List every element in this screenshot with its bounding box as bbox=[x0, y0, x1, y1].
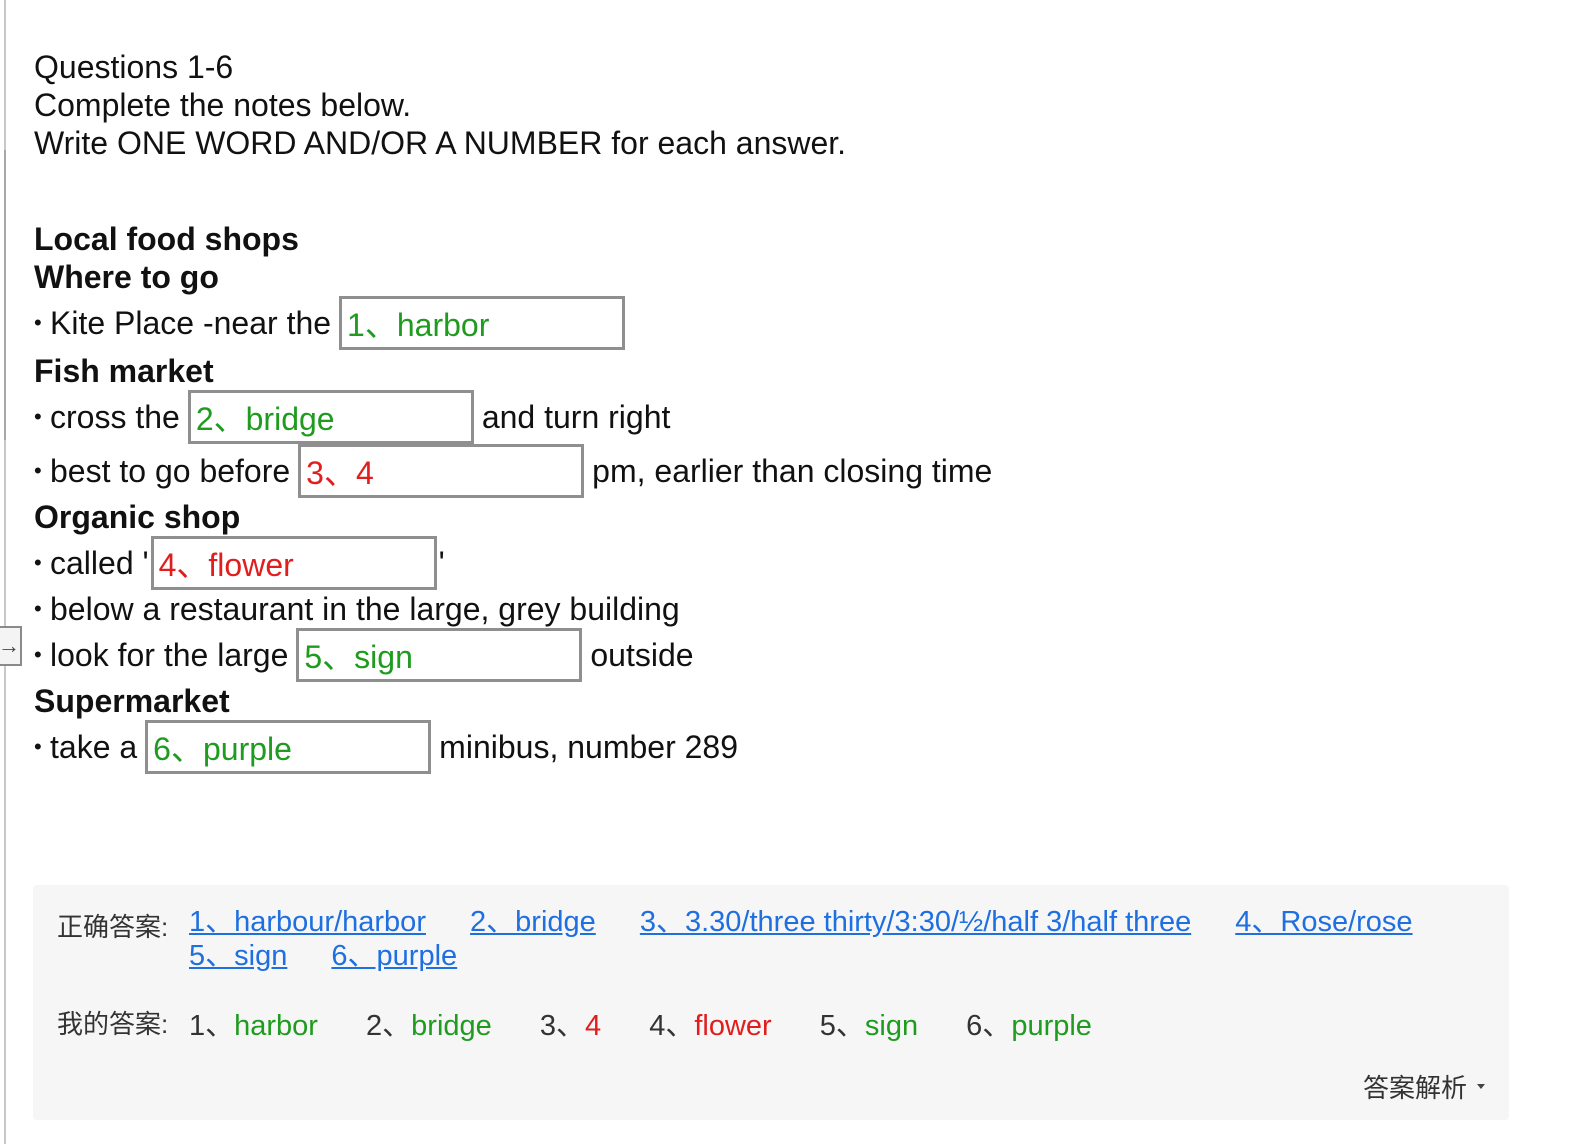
answer-field-6[interactable]: 6、purple bbox=[145, 720, 432, 774]
question-word-limit: Write ONE WORD AND/OR A NUMBER for each … bbox=[34, 125, 847, 161]
analysis-toggle-label: 答案解析 bbox=[1362, 1073, 1467, 1103]
correct-answer-link[interactable]: 1、harbour/harbor bbox=[189, 906, 426, 938]
bullet: • bbox=[34, 596, 42, 621]
answer-field-5[interactable]: 5、sign bbox=[296, 628, 583, 682]
note-text: outside bbox=[590, 636, 694, 673]
my-answer-value: 4 bbox=[585, 1010, 602, 1042]
note-line-q4: • called ' 4、flower ' bbox=[34, 536, 1514, 590]
note-text: best to go before bbox=[50, 452, 291, 489]
answer-field-1[interactable]: 1、harbor bbox=[339, 296, 626, 350]
my-answer-value: bridge bbox=[411, 1010, 492, 1042]
correct-answers-list: 1、harbour/harbor 2、bridge 3、3.30/three t… bbox=[189, 905, 1489, 973]
side-panel-toggle[interactable]: → bbox=[0, 626, 22, 666]
note-line-q2: • cross the 2、bridge and turn right bbox=[34, 390, 1514, 444]
caret-down-icon bbox=[1477, 1084, 1485, 1089]
answer-number: 4、 bbox=[649, 1010, 695, 1042]
my-answer-value: harbor bbox=[234, 1010, 318, 1042]
section-heading-where-to-go: Where to go bbox=[34, 259, 219, 295]
section-heading-organic-shop: Organic shop bbox=[34, 499, 241, 535]
note-line-restaurant: • below a restaurant in the large, grey … bbox=[34, 590, 1514, 628]
my-answer-item: 1、harbor bbox=[189, 1010, 318, 1042]
note-text: pm, earlier than closing time bbox=[592, 452, 993, 489]
notes-title: Local food shops bbox=[34, 221, 299, 257]
bullet: • bbox=[34, 404, 42, 429]
my-answer-value: sign bbox=[864, 1010, 919, 1042]
correct-answer-link[interactable]: 4、Rose/rose bbox=[1235, 906, 1413, 938]
note-line-q6: • take a 6、purple minibus, number 289 bbox=[34, 720, 1514, 774]
answer-number: 5、 bbox=[819, 1010, 865, 1042]
note-line-q3: • best to go before 3、4 pm, earlier than… bbox=[34, 444, 1514, 498]
my-answer-item: 3、4 bbox=[540, 1010, 601, 1042]
answer-analysis-toggle[interactable]: 答案解析 bbox=[1363, 1068, 1485, 1105]
left-divider-highlight bbox=[4, 150, 6, 440]
correct-answers-label: 正确答案: bbox=[57, 912, 169, 942]
bullet: • bbox=[34, 550, 42, 575]
note-text: look for the large bbox=[50, 636, 289, 673]
my-answers-label: 我的答案: bbox=[57, 1009, 169, 1039]
note-text: called ' bbox=[50, 544, 149, 581]
note-text: below a restaurant in the large, grey bu… bbox=[50, 590, 680, 627]
answer-field-2[interactable]: 2、bridge bbox=[187, 390, 474, 444]
my-answer-value: purple bbox=[1011, 1010, 1092, 1042]
my-answer-item: 2、bridge bbox=[366, 1010, 492, 1042]
answer-number: 1、 bbox=[189, 1010, 235, 1042]
answer-field-3[interactable]: 3、4 bbox=[298, 444, 585, 498]
note-text: and turn right bbox=[481, 398, 671, 435]
correct-answer-link[interactable]: 3、3.30/three thirty/3:30/½/half 3/half t… bbox=[639, 906, 1192, 938]
bullet: • bbox=[34, 458, 42, 483]
answer-number: 2、 bbox=[366, 1010, 412, 1042]
question-instruction: Complete the notes below. bbox=[34, 87, 412, 123]
question-range: Questions 1-6 bbox=[34, 49, 234, 85]
answer-field-4[interactable]: 4、flower bbox=[150, 536, 437, 590]
bullet: • bbox=[34, 310, 42, 335]
note-text: Kite Place -near the bbox=[50, 304, 332, 341]
note-line-q1: • Kite Place -near the 1、harbor bbox=[34, 296, 1514, 350]
left-divider bbox=[4, 0, 6, 1144]
bullet: • bbox=[34, 734, 42, 759]
answer-number: 3、 bbox=[539, 1010, 585, 1042]
question-content: Questions 1-6 Complete the notes below. … bbox=[34, 48, 1514, 774]
note-line-q5: • look for the large 5、sign outside bbox=[34, 628, 1514, 682]
my-answer-item: 6、purple bbox=[966, 1010, 1092, 1042]
note-text: cross the bbox=[50, 398, 180, 435]
correct-answer-link[interactable]: 2、bridge bbox=[470, 906, 596, 938]
note-text: take a bbox=[50, 728, 138, 765]
answer-panel: 正确答案: 1、harbour/harbor 2、bridge 3、3.30/t… bbox=[33, 885, 1509, 1120]
section-heading-supermarket: Supermarket bbox=[34, 683, 230, 719]
note-text: ' bbox=[438, 544, 445, 581]
arrow-right-icon: → bbox=[0, 633, 20, 658]
my-answer-item: 5、sign bbox=[820, 1010, 918, 1042]
correct-answer-link[interactable]: 6、purple bbox=[331, 940, 458, 972]
my-answers-list: 1、harbor 2、bridge 3、4 4、flower 5、sign 6、… bbox=[189, 1002, 1132, 1044]
answer-number: 6、 bbox=[966, 1010, 1012, 1042]
section-heading-fish-market: Fish market bbox=[34, 353, 214, 389]
note-text: minibus, number 289 bbox=[439, 728, 738, 765]
correct-answer-link[interactable]: 5、sign bbox=[189, 940, 288, 972]
bullet: • bbox=[34, 642, 42, 667]
my-answer-value: flower bbox=[694, 1010, 772, 1042]
my-answer-item: 4、flower bbox=[649, 1010, 772, 1042]
